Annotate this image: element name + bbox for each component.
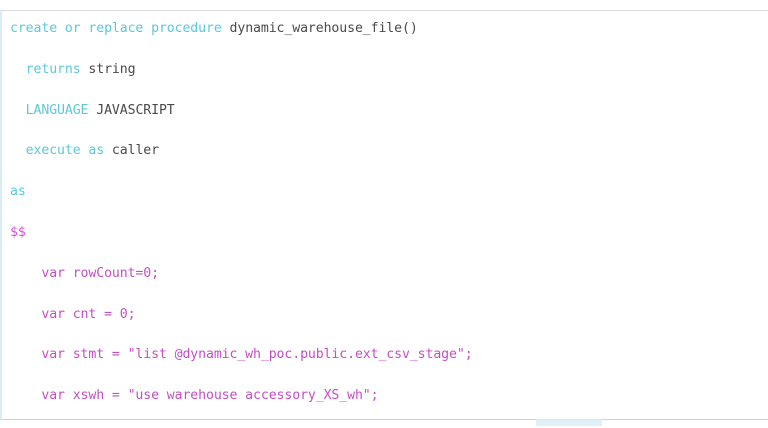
code-token: $$ [10,224,26,240]
code-token: JAVASCRIPT [96,102,175,118]
code-token: as [10,184,26,200]
selection-highlight [536,419,602,426]
code-line: $$ [10,223,768,243]
code-line: create or replace procedure dynamic_ware… [10,19,768,39]
code-line: returns string [10,60,768,80]
code-line: execute as caller [10,141,768,161]
code-token: caller [111,143,159,159]
code-line: var cnt = 0; [10,305,768,325]
code-token: returns [10,61,89,77]
code-token: create or replace procedure [10,21,230,36]
code-line: var stmt = "list @dynamic_wh_poc.public.… [10,345,768,365]
code-token: dynamic_warehouse_file() [229,21,418,36]
code-token: string [88,61,136,77]
code-token: var rowCount=0; [10,265,159,281]
code-line: LANGUAGE JAVASCRIPT [10,101,768,121]
code-line: as [10,182,768,202]
code-block[interactable]: create or replace procedure dynamic_ware… [0,10,768,420]
code-line: var rowCount=0; [10,264,768,284]
code-token: var stmt = "list @dynamic_wh_poc.public.… [10,347,473,363]
code-token: var xswh = "use warehouse accessory_XS_w… [10,388,379,404]
code-token: LANGUAGE [10,102,97,118]
code-token: var cnt = 0; [10,306,136,322]
code-line: var xswh = "use warehouse accessory_XS_w… [10,386,768,406]
code-content[interactable]: create or replace procedure dynamic_ware… [2,11,768,419]
code-token: execute as [10,143,112,159]
